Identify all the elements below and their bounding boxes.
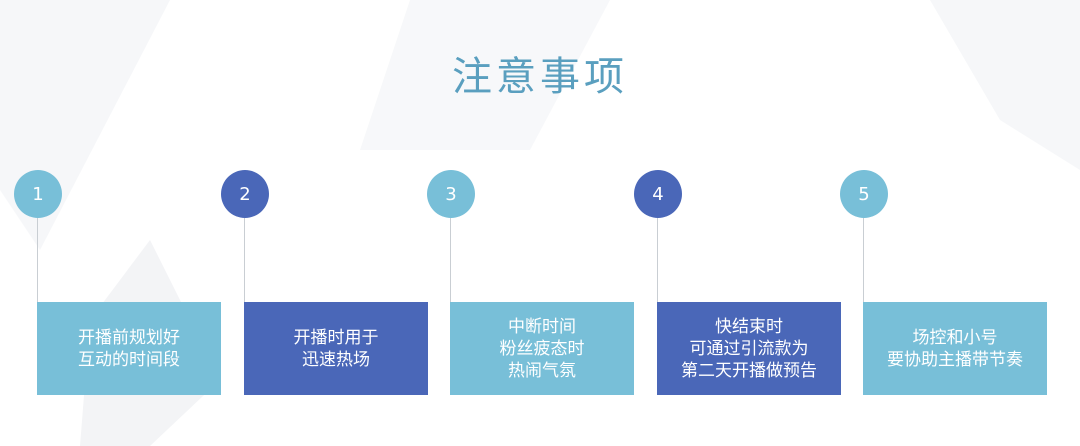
step-4: 4 快结束时 可通过引流款为 第二天开播做预告	[634, 170, 841, 400]
step-card: 开播前规划好 互动的时间段	[37, 302, 221, 395]
step-text-line: 热闹气氛	[508, 360, 576, 381]
step-connector-line	[863, 218, 864, 302]
step-card: 快结束时 可通过引流款为 第二天开播做预告	[657, 302, 841, 395]
step-number-circle: 1	[14, 170, 62, 218]
step-number-circle: 5	[840, 170, 888, 218]
step-number-circle: 4	[634, 170, 682, 218]
step-text-line: 快结束时	[715, 316, 783, 337]
step-text-line: 迅速热场	[302, 349, 370, 370]
step-text-line: 第二天开播做预告	[681, 360, 817, 381]
page-title: 注意事项	[452, 54, 628, 100]
step-text-line: 开播时用于	[293, 327, 379, 348]
step-text-line: 粉丝疲态时	[499, 338, 585, 359]
step-text-line: 开播前规划好	[78, 327, 180, 348]
step-connector-line	[450, 218, 451, 302]
step-text-line: 可通过引流款为	[689, 338, 809, 359]
step-number-circle: 2	[221, 170, 269, 218]
step-5: 5 场控和小号 要协助主播带节奏	[840, 170, 1047, 400]
step-text-line: 场控和小号	[912, 327, 998, 348]
step-card: 开播时用于 迅速热场	[244, 302, 428, 395]
step-text-line: 中断时间	[508, 316, 576, 337]
step-card: 中断时间 粉丝疲态时 热闹气氛	[450, 302, 634, 395]
step-card: 场控和小号 要协助主播带节奏	[863, 302, 1047, 395]
step-2: 2 开播时用于 迅速热场	[221, 170, 428, 400]
step-1: 1 开播前规划好 互动的时间段	[14, 170, 221, 400]
step-number-circle: 3	[427, 170, 475, 218]
step-connector-line	[244, 218, 245, 302]
step-connector-line	[37, 218, 38, 302]
step-connector-line	[657, 218, 658, 302]
step-text-line: 要协助主播带节奏	[887, 349, 1023, 370]
step-text-line: 互动的时间段	[78, 349, 180, 370]
step-3: 3 中断时间 粉丝疲态时 热闹气氛	[427, 170, 634, 400]
